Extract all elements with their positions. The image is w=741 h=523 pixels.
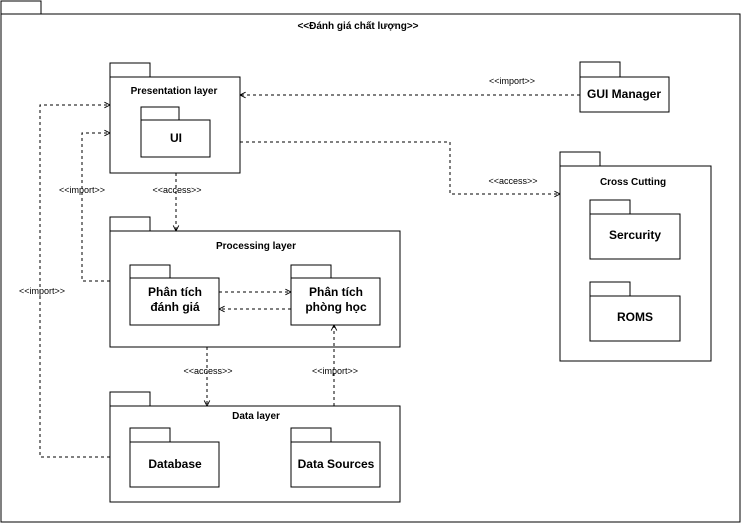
evaluation-line2: đánh giá xyxy=(150,300,200,314)
cross-access-label: <<access>> xyxy=(488,176,537,186)
roms-package xyxy=(589,281,681,342)
processing-import-label: <<import>> xyxy=(59,185,105,195)
classroom-line1: Phân tích xyxy=(309,285,363,299)
analysis-evaluation-package xyxy=(129,264,220,326)
gui-import-label: <<import>> xyxy=(489,76,535,86)
ui-package xyxy=(140,106,211,158)
gui-manager-package xyxy=(579,61,670,113)
diagram-title: <<Đánh giá chất lượng>> xyxy=(297,20,418,32)
database-package xyxy=(129,427,220,488)
evaluation-line1: Phân tích xyxy=(148,285,202,299)
gui-manager-label: GUI Manager xyxy=(587,87,661,101)
data-layer-label: Data layer xyxy=(232,411,280,422)
database-label: Database xyxy=(148,457,202,471)
processing-layer-label: Processing layer xyxy=(216,241,296,252)
presentation-to-cross-cutting-arrow xyxy=(240,141,560,194)
roms-label: ROMS xyxy=(617,310,653,324)
data-sources-package xyxy=(290,427,381,488)
processing-import-from-data-label: <<import>> xyxy=(312,366,358,376)
cross-cutting-label: Cross Cutting xyxy=(600,177,666,188)
security-label: Sercurity xyxy=(609,228,661,242)
presentation-layer-label: Presentation layer xyxy=(131,86,218,97)
analysis-classroom-package xyxy=(290,264,381,326)
data-sources-label: Data Sources xyxy=(298,457,375,471)
data-to-presentation-arrow xyxy=(39,105,110,458)
security-package xyxy=(589,199,681,260)
ui-label: UI xyxy=(170,131,182,145)
data-import-label: <<import>> xyxy=(19,286,65,296)
cross-cutting-package xyxy=(559,151,712,362)
processing-access-label: <<access>> xyxy=(152,185,201,195)
processing-to-presentation-arrow xyxy=(81,133,110,282)
classroom-line2: phòng học xyxy=(305,300,367,314)
data-access-label: <<access>> xyxy=(183,366,232,376)
